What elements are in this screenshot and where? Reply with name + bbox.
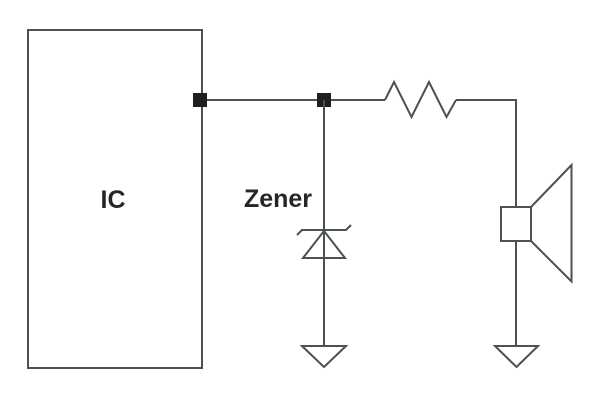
zener-label: Zener bbox=[244, 185, 312, 213]
junction-node-ic bbox=[193, 93, 207, 107]
signal-wire-right bbox=[456, 99, 517, 207]
zener-branch: Zener bbox=[244, 100, 352, 369]
ground-icon bbox=[299, 345, 349, 369]
ic-component: IC bbox=[27, 29, 203, 369]
resistor-symbol bbox=[384, 79, 457, 120]
speaker-horn bbox=[530, 162, 573, 284]
ic-box-outline bbox=[27, 29, 203, 369]
speaker-driver-box bbox=[500, 206, 532, 242]
speaker-component bbox=[492, 162, 573, 369]
zener-anode-triangle bbox=[300, 229, 348, 259]
ground-icon bbox=[492, 345, 541, 369]
ic-label: IC bbox=[101, 186, 126, 214]
